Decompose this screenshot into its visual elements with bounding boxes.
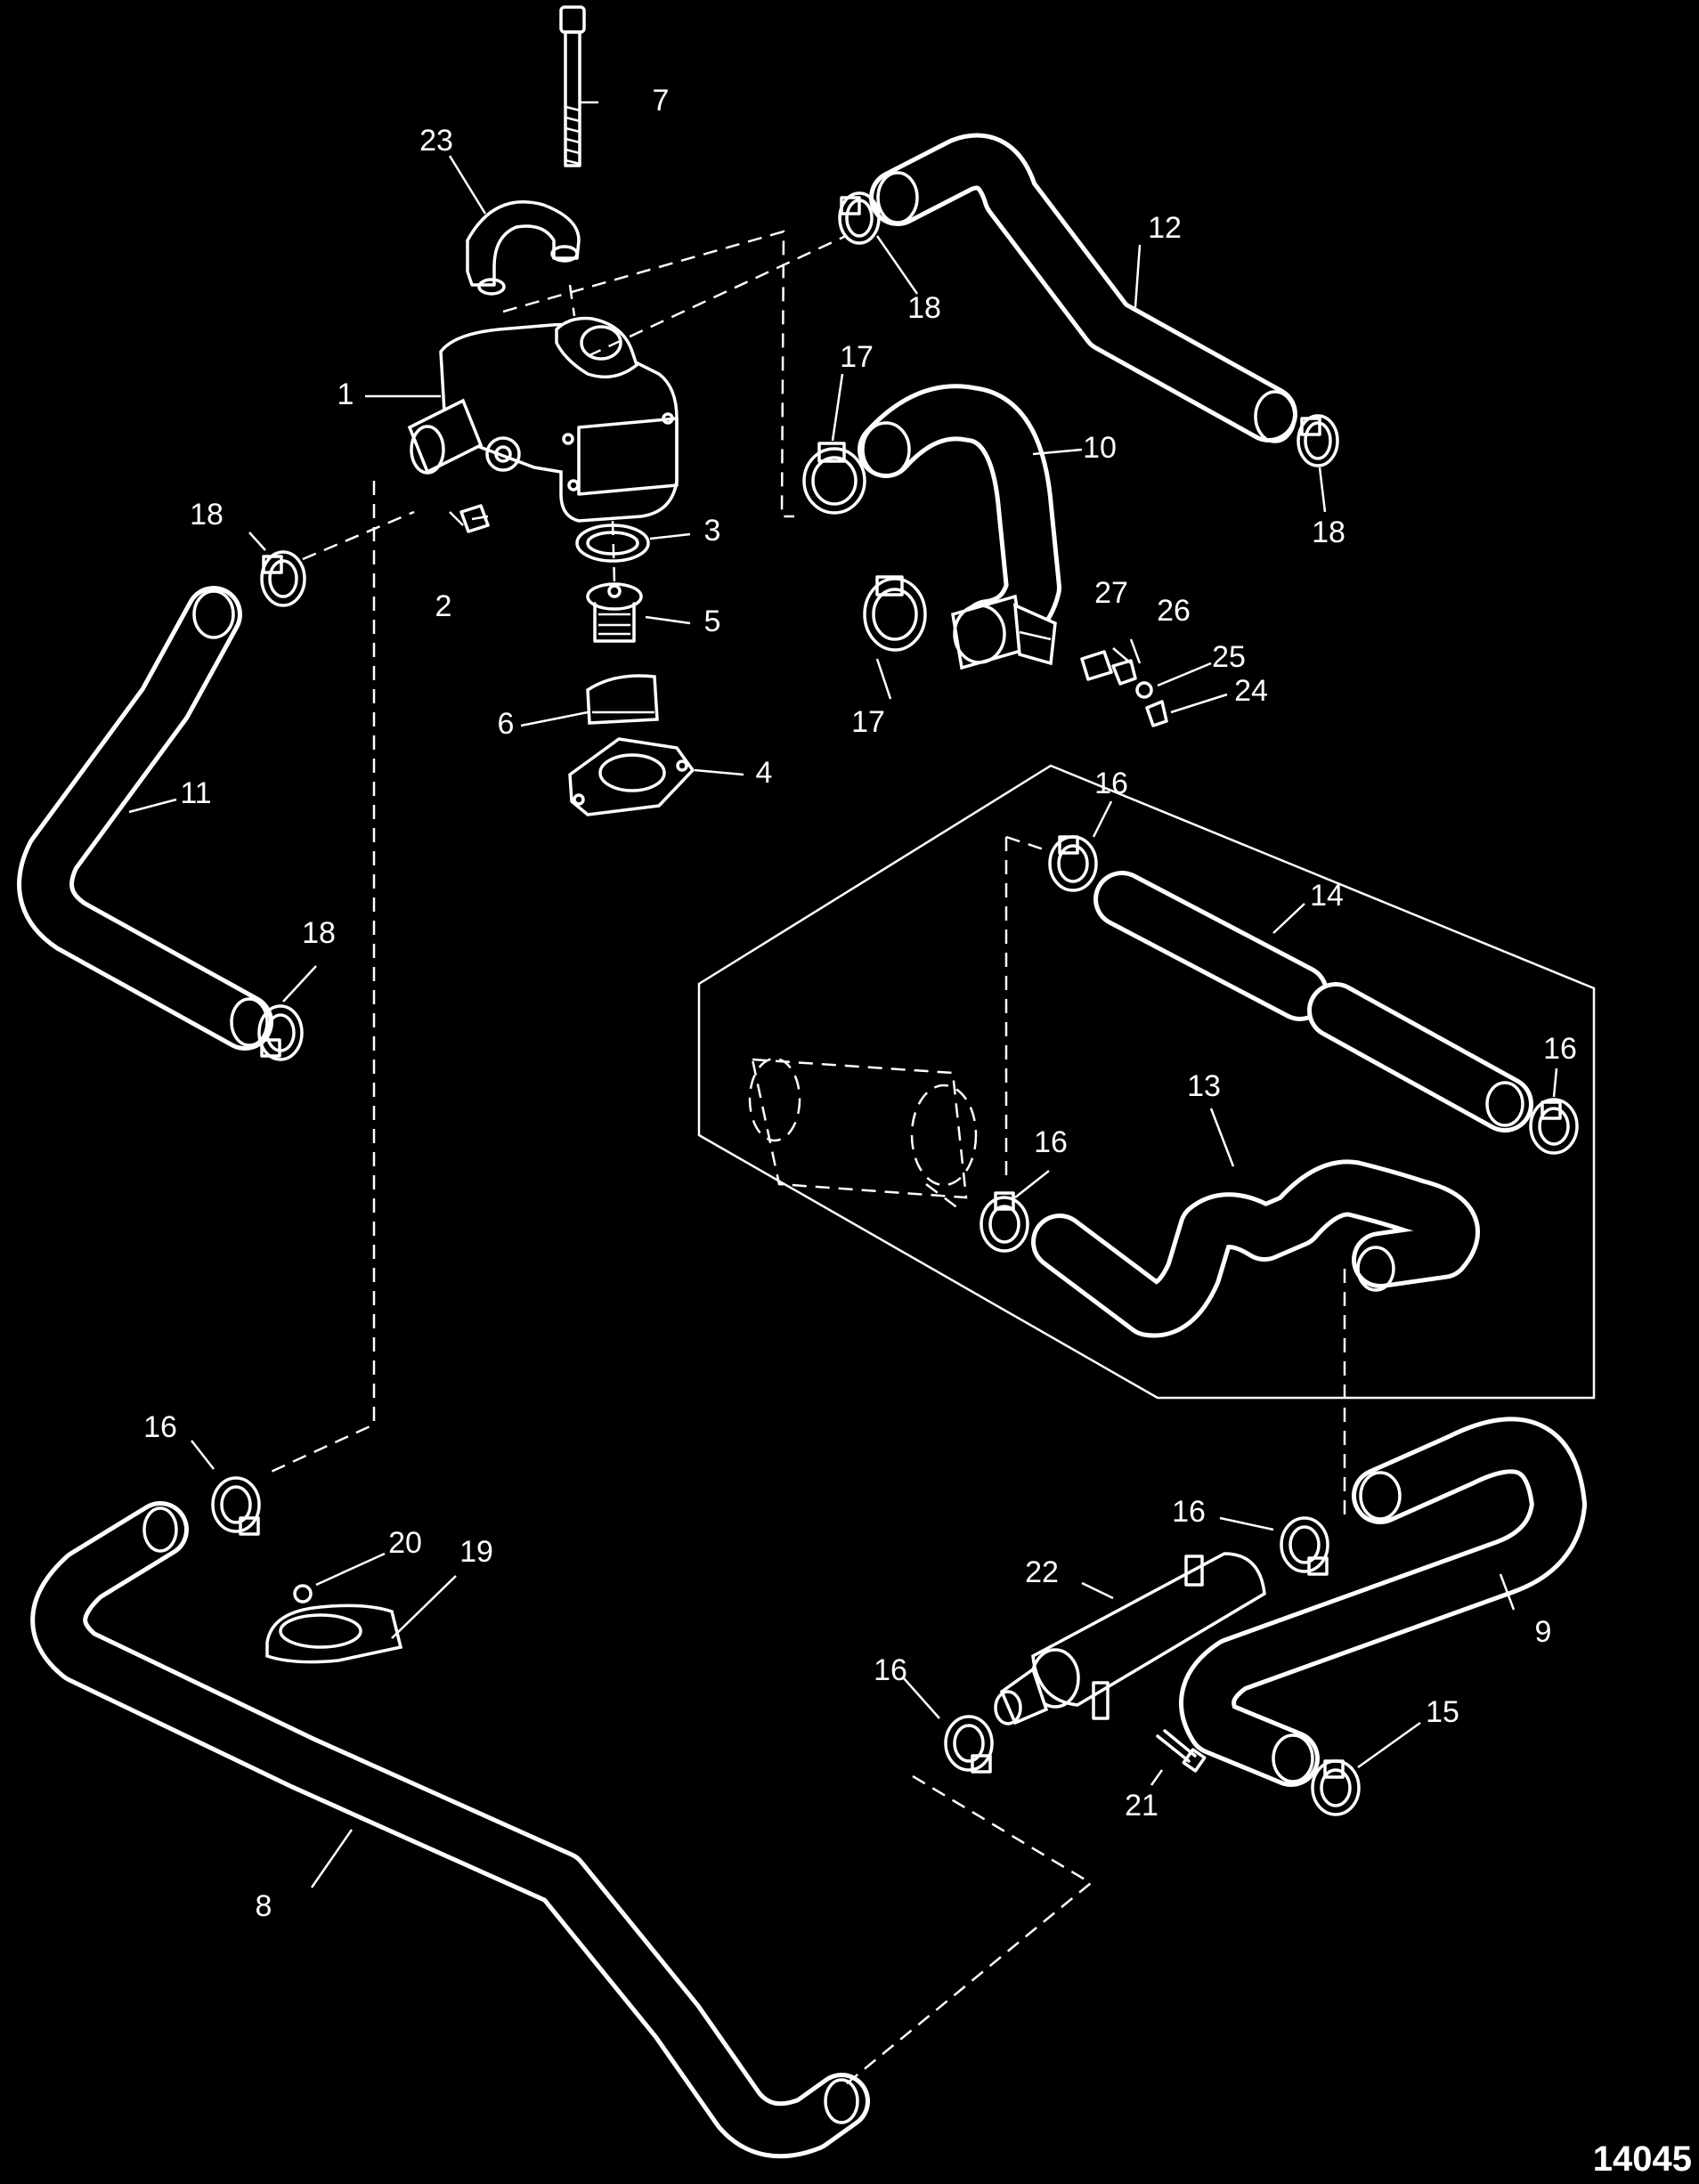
callout-27: 26 <box>1157 594 1191 628</box>
callout-8: 8 <box>256 1889 272 1923</box>
callout-4: 4 <box>756 756 773 790</box>
callout-3: 3 <box>704 514 721 548</box>
callout-25: 25 <box>1212 640 1246 674</box>
part-10-elbow-hose <box>858 384 1061 670</box>
callout-12: 12 <box>1148 211 1182 245</box>
callout-16b: 16 <box>1543 1032 1577 1066</box>
callout-7: 7 <box>653 84 670 118</box>
callout-6: 6 <box>498 707 515 741</box>
assembly-dash-lines <box>266 230 1346 2089</box>
part-27-fitting <box>1111 659 1137 686</box>
part-7-bolt <box>559 5 586 167</box>
part-16-clamp-b <box>1529 1098 1579 1155</box>
callout-1: 1 <box>337 378 354 411</box>
part-17-clamp-b <box>863 575 927 652</box>
callout-24: 24 <box>1234 674 1268 708</box>
part-26-fitting <box>1080 650 1113 681</box>
callout-18a: 18 <box>907 291 941 325</box>
part-5-thermostat <box>586 582 643 643</box>
callout-5: 5 <box>704 605 721 638</box>
cooler-phantom <box>748 1057 978 1212</box>
callout-2: 2 <box>435 589 452 623</box>
callout-26: 27 <box>1094 576 1128 610</box>
part-14-hose <box>1093 871 1533 1133</box>
part-20-nut <box>293 1584 313 1603</box>
part-4-gasket-plate <box>568 737 695 816</box>
callout-20: 20 <box>388 1526 422 1560</box>
part-12-hose <box>869 133 1297 443</box>
callout-16a: 16 <box>1094 767 1128 800</box>
callout-11: 11 <box>180 776 211 810</box>
part-2-screw <box>459 504 490 533</box>
part-16-clamp-d <box>211 1476 261 1536</box>
callout-16e: 16 <box>1172 1495 1206 1529</box>
part-1-thermostat-housing <box>407 316 679 523</box>
part-18-clamp-c <box>260 550 306 607</box>
callout-21: 23 <box>419 124 453 158</box>
callout-16c: 16 <box>1034 1125 1068 1159</box>
callout-15: 15 <box>1426 1695 1459 1729</box>
part-13-hose <box>1031 1159 1480 1338</box>
part-6-sleeve <box>586 674 659 725</box>
part-22-cooler <box>994 1552 1266 1725</box>
callout-23: 21 <box>1125 1789 1158 1823</box>
part-15-clamp <box>1311 1759 1361 1816</box>
part-25-washer <box>1135 681 1153 699</box>
callout-18b: 18 <box>1312 516 1345 549</box>
callout-16d: 16 <box>143 1410 177 1444</box>
part-16-clamp-e <box>1280 1516 1329 1576</box>
callout-10: 10 <box>1083 431 1117 465</box>
part-18-clamp-d <box>257 1004 304 1061</box>
part-8-hose <box>30 1501 870 2159</box>
callout-14: 14 <box>1310 879 1344 913</box>
callout-22: 22 <box>1025 1555 1059 1589</box>
part-18-clamp-a <box>838 191 881 245</box>
part-23-bolt <box>1156 1729 1207 1773</box>
part-16-clamp-f <box>944 1715 994 1774</box>
part-17-clamp-a <box>802 442 866 515</box>
callout-9: 9 <box>1535 1615 1552 1649</box>
part-9-hose <box>1179 1417 1587 1787</box>
leader-lines <box>128 101 1558 1888</box>
callout-17b: 17 <box>851 705 885 739</box>
part-19-bracket <box>265 1603 403 1664</box>
figure-number: 14045 <box>1593 2139 1692 2179</box>
callout-13: 13 <box>1187 1069 1221 1103</box>
callout-18d: 18 <box>302 916 336 950</box>
part-16-clamp-c <box>980 1191 1029 1253</box>
part-16-clamp-a <box>1048 835 1098 892</box>
callout-16f: 16 <box>874 1653 907 1687</box>
part-21-u-bracket <box>466 200 581 296</box>
part-24-screw <box>1145 700 1168 727</box>
optional-group-outline <box>697 764 1596 1400</box>
part-18-clamp-b <box>1297 414 1339 467</box>
callout-18c: 18 <box>190 498 224 532</box>
callout-19: 19 <box>459 1535 493 1569</box>
callout-labels: 7 23 1 2 3 5 6 4 18 12 10 18 18 11 18 17… <box>143 84 1577 1923</box>
callout-17a: 17 <box>840 340 874 374</box>
part-11-hose <box>17 586 273 1051</box>
